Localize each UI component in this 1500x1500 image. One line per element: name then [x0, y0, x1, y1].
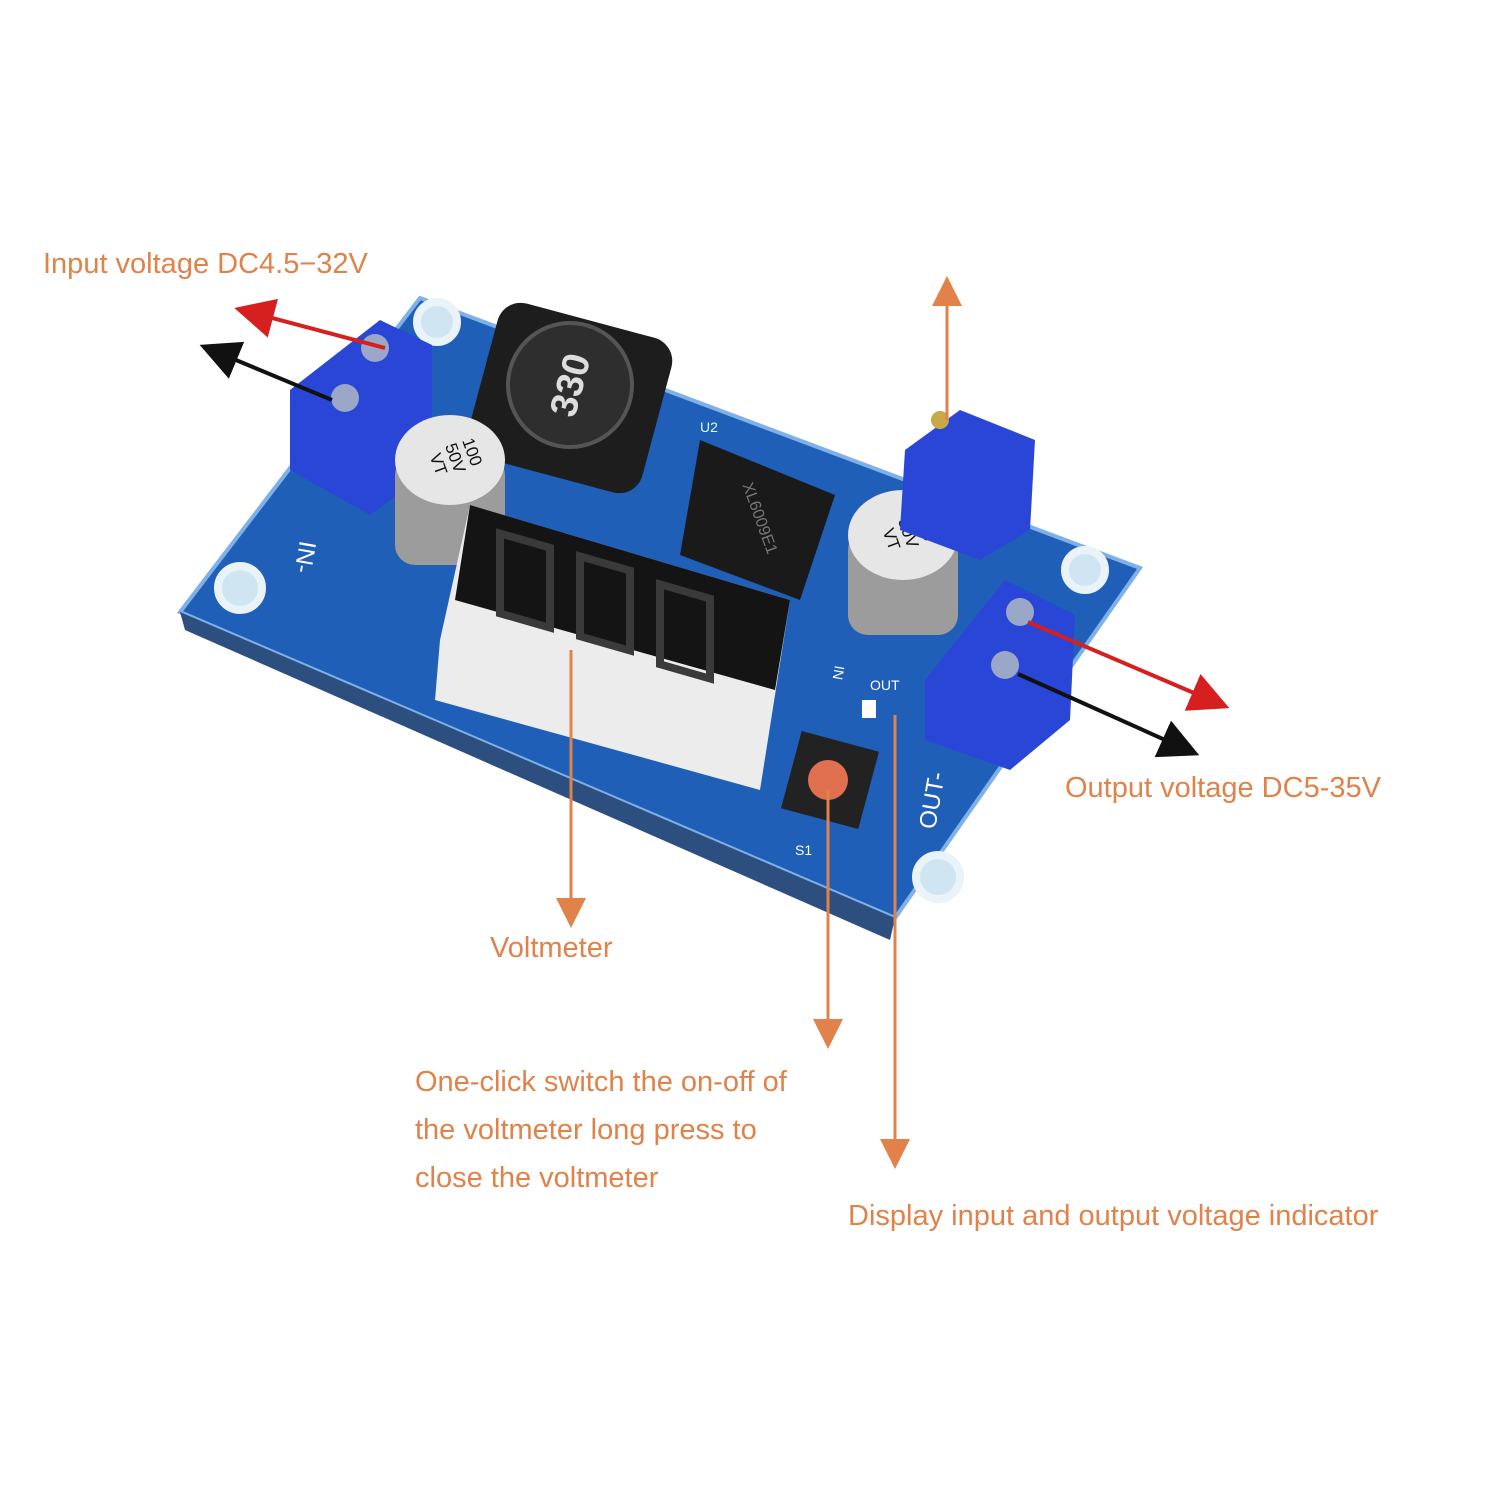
input-negative-arrow: [199, 341, 333, 402]
switch-description-line: close the voltmeter: [415, 1162, 659, 1194]
mounting-holes: [214, 298, 1109, 903]
switch-description-line: One-click switch the on-off of: [415, 1066, 787, 1098]
in-minus-label: IN-: [289, 539, 321, 575]
switch-description: One-click switch the on-off of the voltm…: [415, 1058, 787, 1202]
voltmeter-label: Voltmeter: [490, 932, 613, 964]
led-indicator: [862, 700, 876, 718]
xl6009-chip: XL6009E1 U2: [680, 419, 835, 600]
output-negative-arrow: [1017, 672, 1200, 758]
output-voltage-label: Output voltage DC5-35V: [1065, 772, 1381, 804]
potentiometer: [900, 410, 1035, 560]
svg-text:U2: U2: [700, 419, 718, 435]
led-out-label: OUT: [870, 677, 900, 693]
switch-label: S1: [795, 842, 812, 858]
switch-description-line: the voltmeter long press to: [415, 1114, 757, 1146]
led-in-label: IN: [830, 664, 848, 681]
output-positive-arrow: [1027, 620, 1230, 711]
seven-segment-display: [435, 505, 790, 790]
indicator-label: Display input and output voltage indicat…: [848, 1200, 1379, 1232]
input-positive-arrow: [234, 298, 386, 350]
input-voltage-label: Input voltage DC4.5−32V: [43, 248, 368, 280]
push-button: [781, 731, 879, 829]
inductor: 330: [467, 302, 673, 494]
